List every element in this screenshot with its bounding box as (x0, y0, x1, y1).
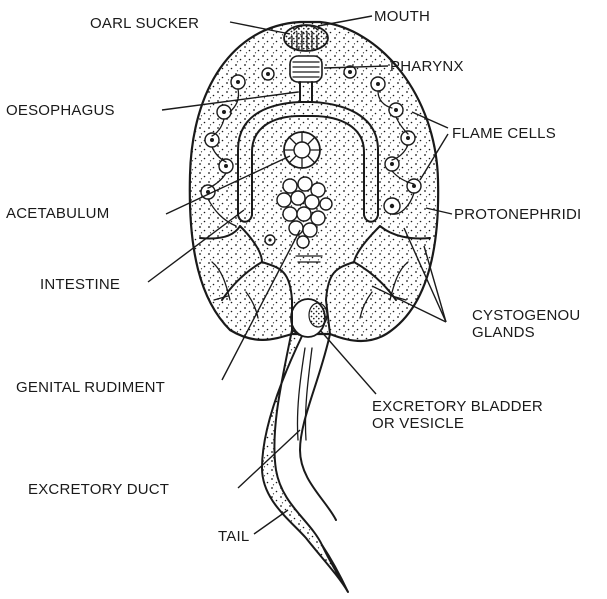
label-cystogenous-line1: CYSTOGENOU (472, 307, 580, 324)
label-oral-sucker: OARL SUCKER (90, 15, 199, 32)
label-oesophagus: OESOPHAGUS (6, 102, 115, 119)
pharynx (290, 56, 322, 82)
label-protonephridia: PROTONEPHRIDI (454, 206, 581, 223)
label-excretory-bladder-line1: EXCRETORY BLADDER (372, 398, 543, 415)
tail-tip (322, 545, 348, 592)
label-excretory-duct: EXCRETORY DUCT (28, 481, 169, 498)
label-excretory-bladder-line2: OR VESICLE (372, 415, 464, 432)
label-tail: TAIL (218, 528, 249, 545)
label-mouth: MOUTH (374, 8, 430, 25)
leader-mouth (318, 16, 372, 26)
tail (262, 330, 348, 592)
leader-cystogenous-2 (424, 246, 446, 322)
label-acetabulum: ACETABULUM (6, 205, 109, 222)
label-flame-cells: FLAME CELLS (452, 125, 556, 142)
excretory-bladder-lobe (309, 303, 327, 327)
oral-sucker (284, 25, 328, 51)
excretory-duct-2 (305, 348, 312, 440)
leader-tail (254, 510, 288, 534)
label-genital-rudiment: GENITAL RUDIMENT (16, 379, 165, 396)
label-cystogenous-line2: GLANDS (472, 324, 535, 341)
label-pharynx: PHARYNX (390, 58, 464, 75)
label-intestine: INTESTINE (40, 276, 120, 293)
